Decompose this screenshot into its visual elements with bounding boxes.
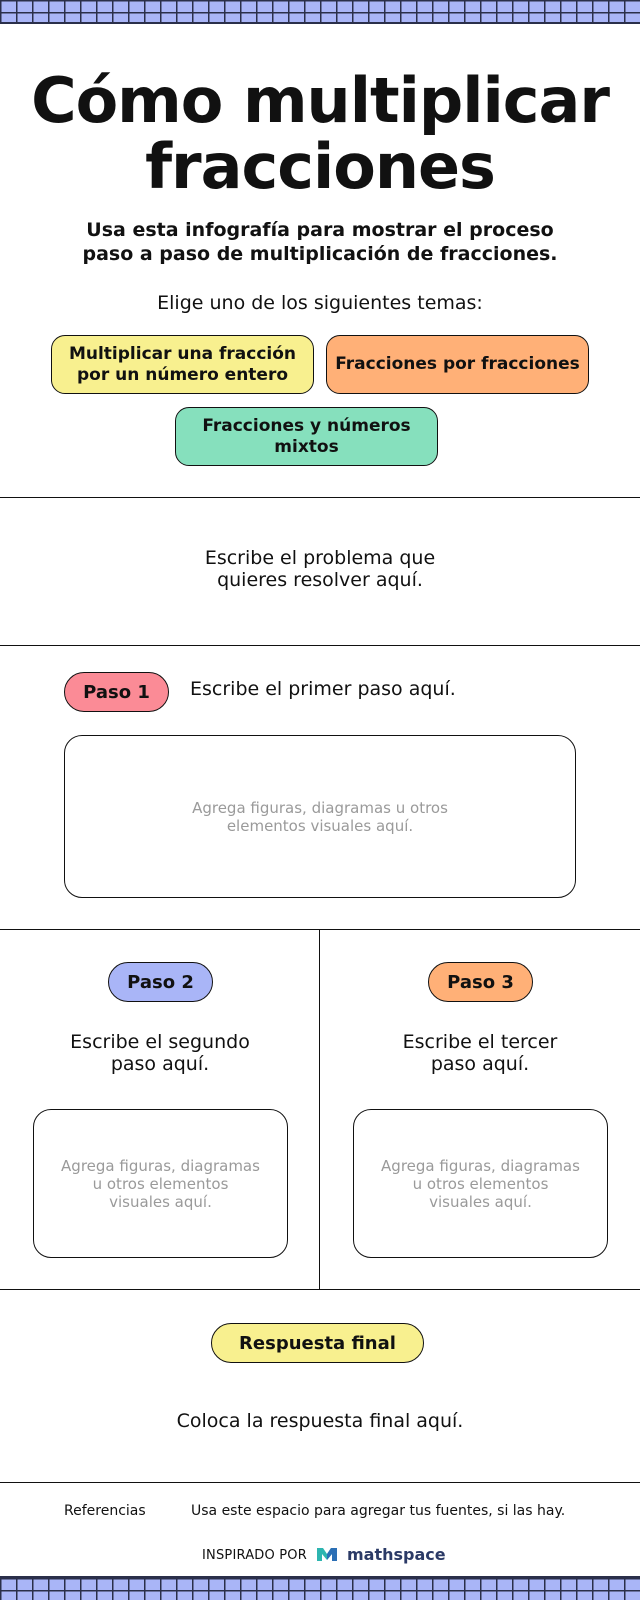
divider-3: [0, 929, 640, 930]
choose-topic-label: Elige uno de los siguientes temas:: [157, 292, 483, 314]
bottom-grid-band: [0, 1576, 640, 1600]
topic-1-line-2: por un número entero: [76, 364, 289, 385]
step-3-box-line-3: visuales aquí.: [429, 1192, 532, 1211]
problem-statement[interactable]: Escribe el problema que quieres resolver…: [0, 547, 640, 591]
step-1-visual-box[interactable]: Agrega figuras, diagramas u otros elemen…: [64, 735, 576, 898]
step-3-text[interactable]: Escribe el tercer paso aquí.: [330, 1031, 630, 1075]
divider-1: [0, 497, 640, 498]
topic-fraction-by-fraction-button[interactable]: Fracciones por fracciones: [326, 335, 589, 394]
topic-1-line-1: Multiplicar una fracción: [68, 343, 297, 364]
step-2-text[interactable]: Escribe el segundo paso aquí.: [10, 1031, 310, 1075]
page-subtitle: Usa esta infografía para mostrar el proc…: [70, 218, 570, 266]
problem-line-2: quieres resolver aquí.: [217, 569, 423, 591]
subtitle-line-1: Usa esta infografía para mostrar el proc…: [86, 219, 554, 241]
step-3-box-line-1: Agrega figuras, diagramas: [381, 1156, 580, 1175]
final-answer-badge: Respuesta final: [211, 1323, 424, 1363]
title-line-1: Cómo multiplicar: [31, 64, 610, 137]
mathspace-brand[interactable]: mathspace: [347, 1545, 446, 1564]
divider-4: [0, 1289, 640, 1290]
step-1-text[interactable]: Escribe el primer paso aquí.: [190, 678, 456, 700]
step-3-visual-box[interactable]: Agrega figuras, diagramas u otros elemen…: [353, 1109, 608, 1258]
step-2-badge: Paso 2: [108, 962, 213, 1002]
step-2-box-line-2: u otros elementos: [92, 1174, 229, 1193]
divider-2: [0, 645, 640, 646]
topic-whole-number-button[interactable]: Multiplicar una fracción por un número e…: [51, 335, 314, 394]
title-line-2: fracciones: [145, 130, 496, 203]
topic-3-line-2: mixtos: [274, 436, 339, 457]
top-grid-band: [0, 0, 640, 24]
final-answer-text[interactable]: Coloca la respuesta final aquí.: [176, 1410, 464, 1432]
step-3-box-line-2: u otros elementos: [412, 1174, 549, 1193]
step-3-text-line-1: Escribe el tercer: [402, 1031, 558, 1053]
page-title: Cómo multiplicar fracciones: [0, 68, 640, 200]
step-2-text-line-2: paso aquí.: [110, 1053, 210, 1075]
divider-5: [0, 1482, 640, 1483]
mathspace-logo-icon: [317, 1548, 337, 1561]
step-3-badge: Paso 3: [428, 962, 533, 1002]
references-text[interactable]: Usa este espacio para agregar tus fuente…: [191, 1503, 566, 1519]
step-2-visual-box[interactable]: Agrega figuras, diagramas u otros elemen…: [33, 1109, 288, 1258]
problem-line-1: Escribe el problema que: [204, 547, 436, 569]
step-1-badge: Paso 1: [64, 672, 169, 712]
step-2-text-line-1: Escribe el segundo: [70, 1031, 250, 1053]
column-divider: [319, 929, 320, 1289]
inspired-by-label: INSPIRADO POR: [202, 1548, 307, 1563]
references-label: Referencias: [64, 1503, 146, 1519]
subtitle-line-2: paso a paso de multiplicación de fraccio…: [82, 243, 558, 265]
topic-2-label: Fracciones por fracciones: [335, 354, 580, 374]
topic-3-line-1: Fracciones y números: [202, 415, 411, 436]
step-1-box-line-1: Agrega figuras, diagramas u otros: [192, 798, 448, 817]
step-3-text-line-2: paso aquí.: [430, 1053, 530, 1075]
topic-mixed-numbers-button[interactable]: Fracciones y números mixtos: [175, 407, 438, 466]
step-1-box-line-2: elementos visuales aquí.: [226, 816, 414, 835]
step-2-box-line-1: Agrega figuras, diagramas: [61, 1156, 260, 1175]
step-2-box-line-3: visuales aquí.: [109, 1192, 212, 1211]
